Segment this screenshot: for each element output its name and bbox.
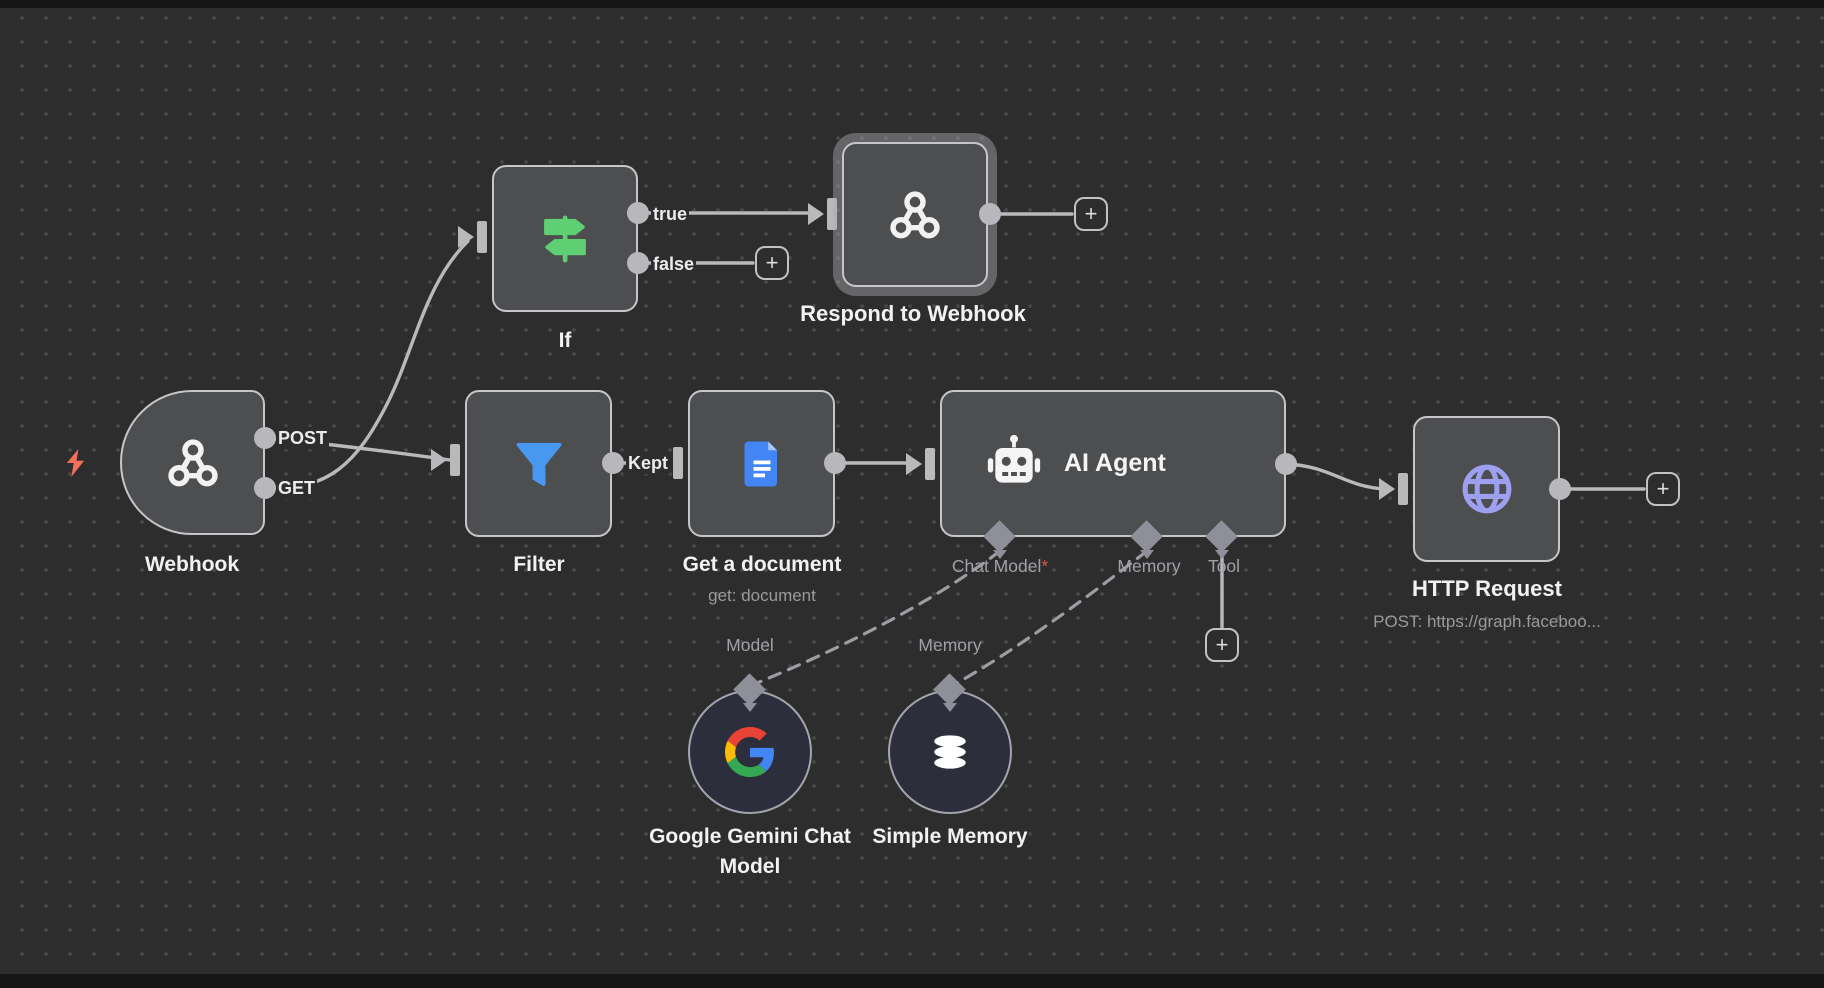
output-label-false: false xyxy=(651,253,697,275)
webhook-output-post[interactable] xyxy=(254,427,276,449)
required-asterisk: * xyxy=(1041,556,1049,576)
node-filter[interactable] xyxy=(465,390,612,537)
globe-icon xyxy=(1462,464,1511,514)
gemini-input-arrow xyxy=(743,703,757,712)
add-node-button-http[interactable]: + xyxy=(1646,472,1680,506)
output-label-true: true xyxy=(651,203,690,225)
ai-agent-port-chat-model-arrow xyxy=(993,550,1007,559)
http-request-output[interactable] xyxy=(1549,478,1571,500)
ai-agent-port-memory-arrow xyxy=(1140,550,1154,559)
node-if[interactable] xyxy=(492,165,638,312)
port-label-chat-model: Chat Model* xyxy=(930,556,1070,577)
add-node-button-respond[interactable]: + xyxy=(1074,197,1108,231)
webhook-icon xyxy=(890,190,940,238)
wire-memory-to-simplememory xyxy=(955,549,1149,685)
robot-icon xyxy=(987,434,1041,483)
add-tool-button[interactable]: + xyxy=(1205,628,1239,662)
ai-agent-title: AI Agent xyxy=(1064,449,1166,477)
filter-label: Filter xyxy=(513,553,565,576)
node-http-request[interactable] xyxy=(1413,416,1560,562)
http-request-subtitle: POST: https://graph.faceboo... xyxy=(1373,612,1601,631)
node-ai-agent[interactable]: AI Agent xyxy=(940,390,1286,537)
google-docs-icon xyxy=(744,441,777,486)
wire-get-to-if xyxy=(263,239,470,490)
output-label-post: POST xyxy=(276,427,330,449)
node-webhook[interactable] xyxy=(120,390,265,535)
ai-agent-port-tool-arrow xyxy=(1215,550,1229,559)
letterbox-bar-top xyxy=(0,0,1824,8)
if-label: If xyxy=(558,329,572,352)
filter-output-kept[interactable] xyxy=(602,452,624,474)
subport-label-model: Model xyxy=(726,635,774,655)
google-logo-icon xyxy=(725,727,774,777)
respond-output[interactable] xyxy=(979,203,1001,225)
output-label-kept: Kept xyxy=(626,452,670,474)
port-label-tool: Tool xyxy=(1207,556,1241,576)
execution-lightning-icon xyxy=(66,449,85,477)
port-label-chat-model-text: Chat Model xyxy=(951,556,1042,576)
letterbox-bar-bottom xyxy=(0,974,1824,988)
simple-memory-label: Simple Memory xyxy=(872,825,1028,848)
get-document-output[interactable] xyxy=(824,452,846,474)
http-request-label: HTTP Request xyxy=(1412,576,1562,601)
funnel-icon xyxy=(516,442,561,486)
get-document-label: Get a document xyxy=(682,553,842,576)
port-label-memory: Memory xyxy=(1117,556,1181,576)
webhook-label: Webhook xyxy=(144,553,240,576)
ai-agent-output[interactable] xyxy=(1275,453,1297,475)
input-arrows xyxy=(431,198,1408,505)
subport-label-memory: Memory xyxy=(918,635,982,655)
webhook-icon xyxy=(167,438,218,486)
node-respond-to-webhook[interactable] xyxy=(842,142,988,287)
signpost-icon xyxy=(544,215,586,262)
gemini-label: Google Gemini Chat Model xyxy=(649,825,851,878)
wire-agent-to-http xyxy=(1284,462,1388,491)
if-output-false[interactable] xyxy=(627,252,649,274)
if-output-true[interactable] xyxy=(627,202,649,224)
simple-memory-input-arrow xyxy=(943,703,957,712)
output-label-get: GET xyxy=(276,477,318,499)
webhook-output-get[interactable] xyxy=(254,477,276,499)
add-node-button-false[interactable]: + xyxy=(755,246,789,280)
respond-label: Respond to Webhook xyxy=(800,301,1026,326)
database-icon xyxy=(934,735,966,769)
node-get-document[interactable] xyxy=(688,390,835,537)
get-document-subtitle: get: document xyxy=(708,586,816,605)
